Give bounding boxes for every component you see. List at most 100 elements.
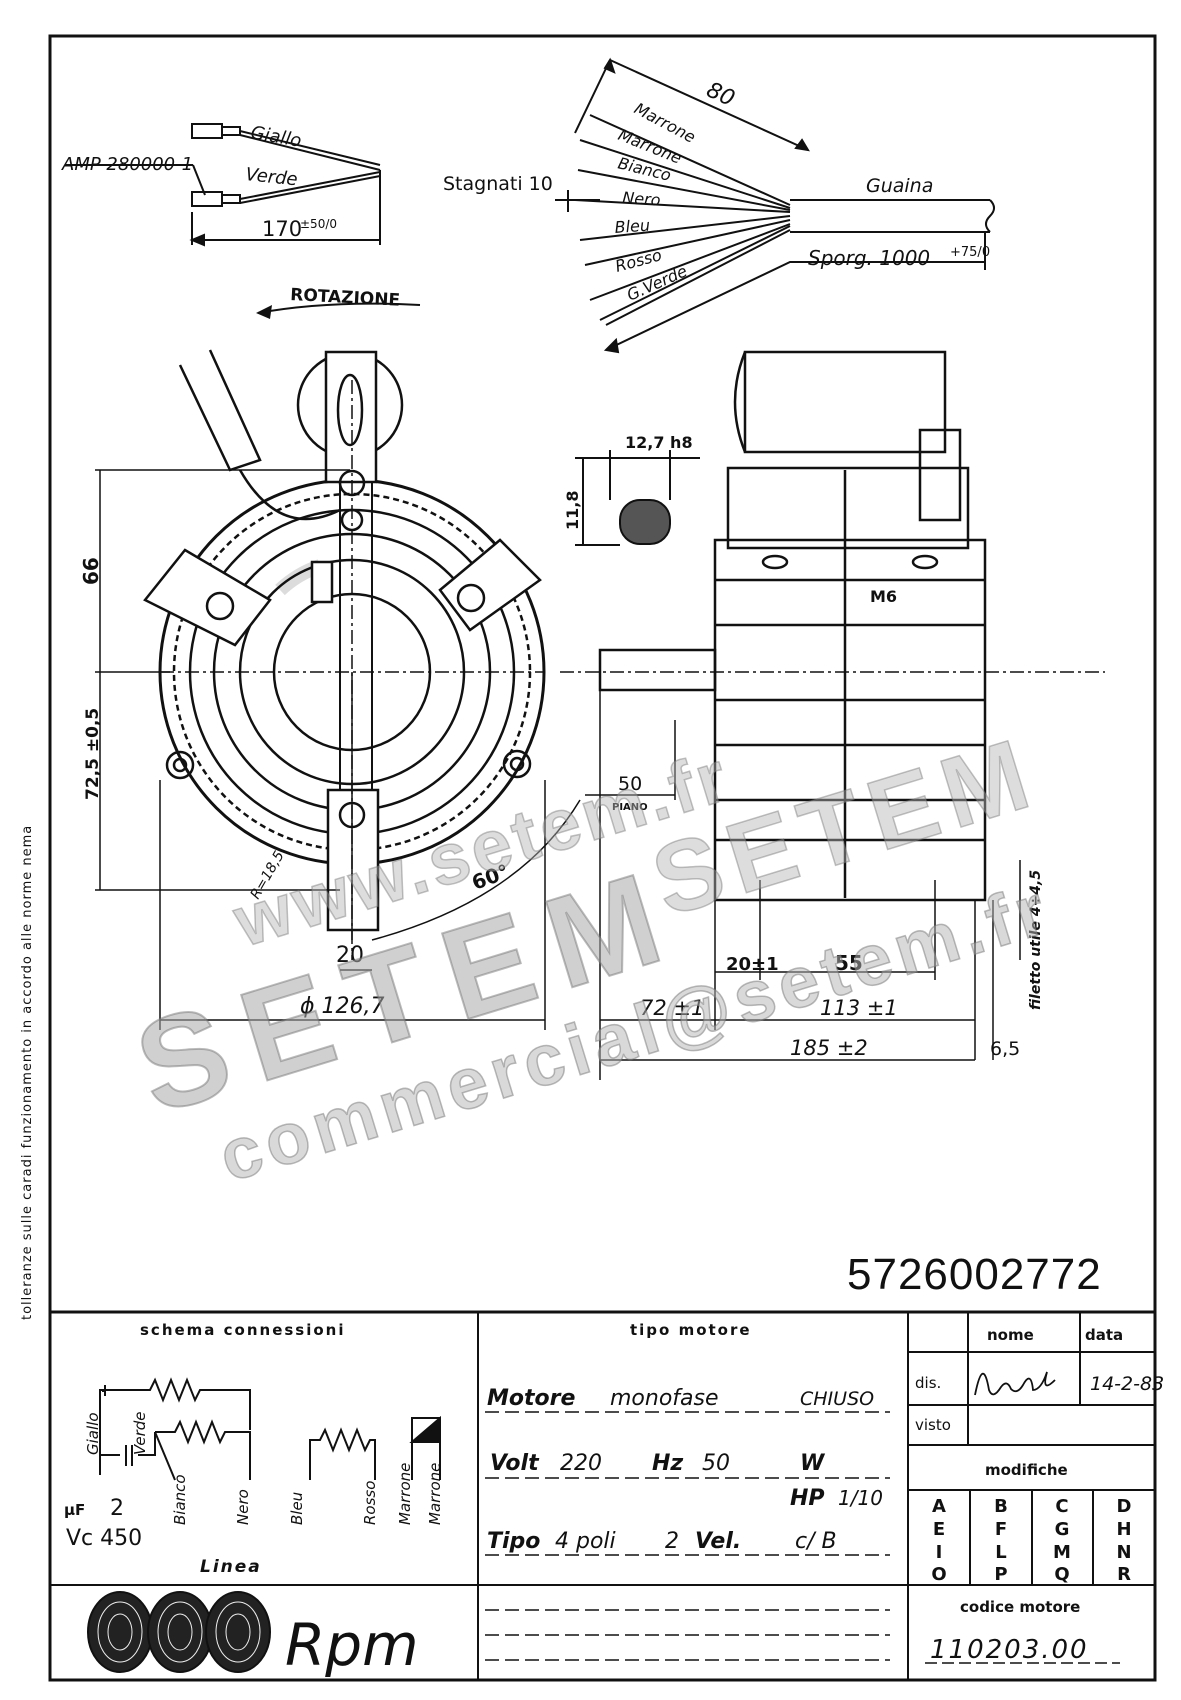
shaft-section <box>575 450 700 546</box>
mod-letter: B <box>994 1496 1008 1517</box>
outer-frame <box>48 34 1157 1682</box>
mod-letter: M <box>1053 1542 1071 1563</box>
tipo-label: Tipo <box>487 1529 540 1554</box>
approval-grid <box>908 1312 1155 1585</box>
sporg-label: Sporg. 1000 <box>808 246 930 270</box>
modifiche-letters: A B C D E F G H I L M N O P Q R <box>931 1496 1131 1585</box>
mod-letter: A <box>932 1496 946 1517</box>
dim-20-front: 20 <box>336 943 364 968</box>
mod-letter: G <box>1055 1519 1070 1540</box>
chiuso-label: CHIUSO <box>800 1388 874 1410</box>
m6-label: M6 <box>870 587 897 606</box>
rotation-arrow <box>256 302 421 319</box>
mod-letter: D <box>1117 1496 1132 1517</box>
schema-label: Rosso <box>361 1481 379 1525</box>
stagnati-label: Stagnati 10 <box>443 173 553 195</box>
nome-header: nome <box>987 1326 1034 1344</box>
mod-letter: H <box>1116 1519 1131 1540</box>
schema-label: Marrone <box>396 1463 414 1525</box>
schema-label: Bleu <box>288 1492 306 1525</box>
mod-letter: P <box>994 1564 1007 1585</box>
form-underlines <box>485 1411 890 1661</box>
mod-letter: O <box>931 1564 946 1585</box>
modifiche-header: modifiche <box>985 1461 1068 1479</box>
motor-type-fields: Motore monofase CHIUSO Volt 220 Hz 50 W … <box>487 1386 883 1554</box>
thread-label: filetto utile 4÷4,5 <box>1028 870 1044 1010</box>
plane-dim: 50 <box>618 773 642 795</box>
wire-label: Bleu <box>614 216 651 237</box>
length-dim: 170 <box>262 217 302 241</box>
dim-72-5: 72,5 ±0,5 <box>83 708 103 800</box>
guaina-label: Guaina <box>866 175 933 197</box>
dim-72: 72 ±1 <box>640 996 704 1020</box>
length-tol: ±50/0 <box>300 217 337 231</box>
codice-value: 110203.00 <box>930 1635 1089 1665</box>
vel-count: 2 <box>665 1529 679 1554</box>
sporg-tol: +75/0 <box>950 245 990 260</box>
part-code: 5726002772 <box>847 1250 1102 1299</box>
mod-letter: Q <box>1054 1564 1069 1585</box>
mod-letter: N <box>1116 1542 1131 1563</box>
linea-label: Linea <box>200 1557 262 1577</box>
front-dimensions <box>95 380 581 1030</box>
mod-letter: E <box>933 1519 945 1540</box>
connector-label: AMP 280000-1 <box>61 154 193 175</box>
dim-6-5: 6,5 <box>990 1038 1020 1060</box>
schema-label: Marrone <box>426 1463 444 1525</box>
motor-side-view <box>598 350 987 902</box>
cb-value: c/ B <box>795 1529 837 1554</box>
motore-value: monofase <box>610 1386 719 1411</box>
signature <box>974 1371 1056 1396</box>
hz-label: Hz <box>652 1451 683 1476</box>
side-dimensions <box>560 660 1105 1080</box>
connection-schematic <box>99 1377 441 1481</box>
dim-55: 55 <box>835 951 863 975</box>
schema-label: Nero <box>234 1489 252 1525</box>
logo-text: Rpm <box>285 1611 419 1679</box>
volt-value: 220 <box>560 1451 602 1476</box>
connector-cables <box>65 123 381 247</box>
rpm-logo: Rpm <box>87 1591 419 1679</box>
wire-label: Nero <box>622 188 662 210</box>
dim-113: 113 ±1 <box>820 996 898 1020</box>
mod-letter: F <box>995 1519 1007 1540</box>
tipo-title: tipo motore <box>630 1321 752 1339</box>
wire-labels: Marrone Marrone Bianco Nero Bleu Rosso G… <box>613 99 699 305</box>
verde-label: Verde <box>244 164 298 190</box>
shaft-flat: 11,8 <box>563 491 582 530</box>
volt-label: Volt <box>490 1451 540 1476</box>
schema-label: Verde <box>131 1411 149 1455</box>
dim-66: 66 <box>79 557 103 585</box>
data-header: data <box>1085 1326 1123 1344</box>
motore-label: Motore <box>487 1386 575 1411</box>
hp-value: 1/10 <box>838 1486 883 1510</box>
wire-label: Rosso <box>613 245 664 276</box>
cap-value: 2 <box>110 1496 124 1521</box>
shaft-diameter: 12,7 h8 <box>625 433 693 452</box>
schema-title: schema connessioni <box>140 1321 346 1339</box>
vel-label: Vel. <box>695 1529 741 1554</box>
hp-label: HP <box>790 1486 825 1511</box>
schema-wire-labels: Giallo Verde Bianco Nero Bleu Rosso Marr… <box>84 1411 444 1525</box>
mod-letter: C <box>1055 1496 1068 1517</box>
dim-20-side: 20±1 <box>726 954 779 975</box>
tolerance-note: tolleranze sulle caradi funzionamento in… <box>20 824 35 1320</box>
plane-label: PIANO <box>612 802 648 813</box>
cap-uf: µF <box>64 1501 85 1519</box>
wire-harness <box>555 57 995 354</box>
dim-diameter: ϕ 126,7 <box>300 994 385 1019</box>
dim-185: 185 ±2 <box>790 1036 868 1060</box>
giallo-label: Giallo <box>249 122 303 152</box>
mod-letter: L <box>995 1542 1006 1563</box>
codice-title: codice motore <box>960 1598 1080 1616</box>
cap-vc: Vc 450 <box>66 1526 142 1551</box>
schema-label: Bianco <box>171 1474 189 1525</box>
schema-label: Giallo <box>84 1413 102 1456</box>
visto-label: visto <box>915 1416 951 1434</box>
dim-80: 80 <box>703 78 739 112</box>
dis-label: dis. <box>915 1374 941 1392</box>
poli-value: 4 poli <box>555 1529 616 1554</box>
hz-value: 50 <box>702 1451 730 1476</box>
